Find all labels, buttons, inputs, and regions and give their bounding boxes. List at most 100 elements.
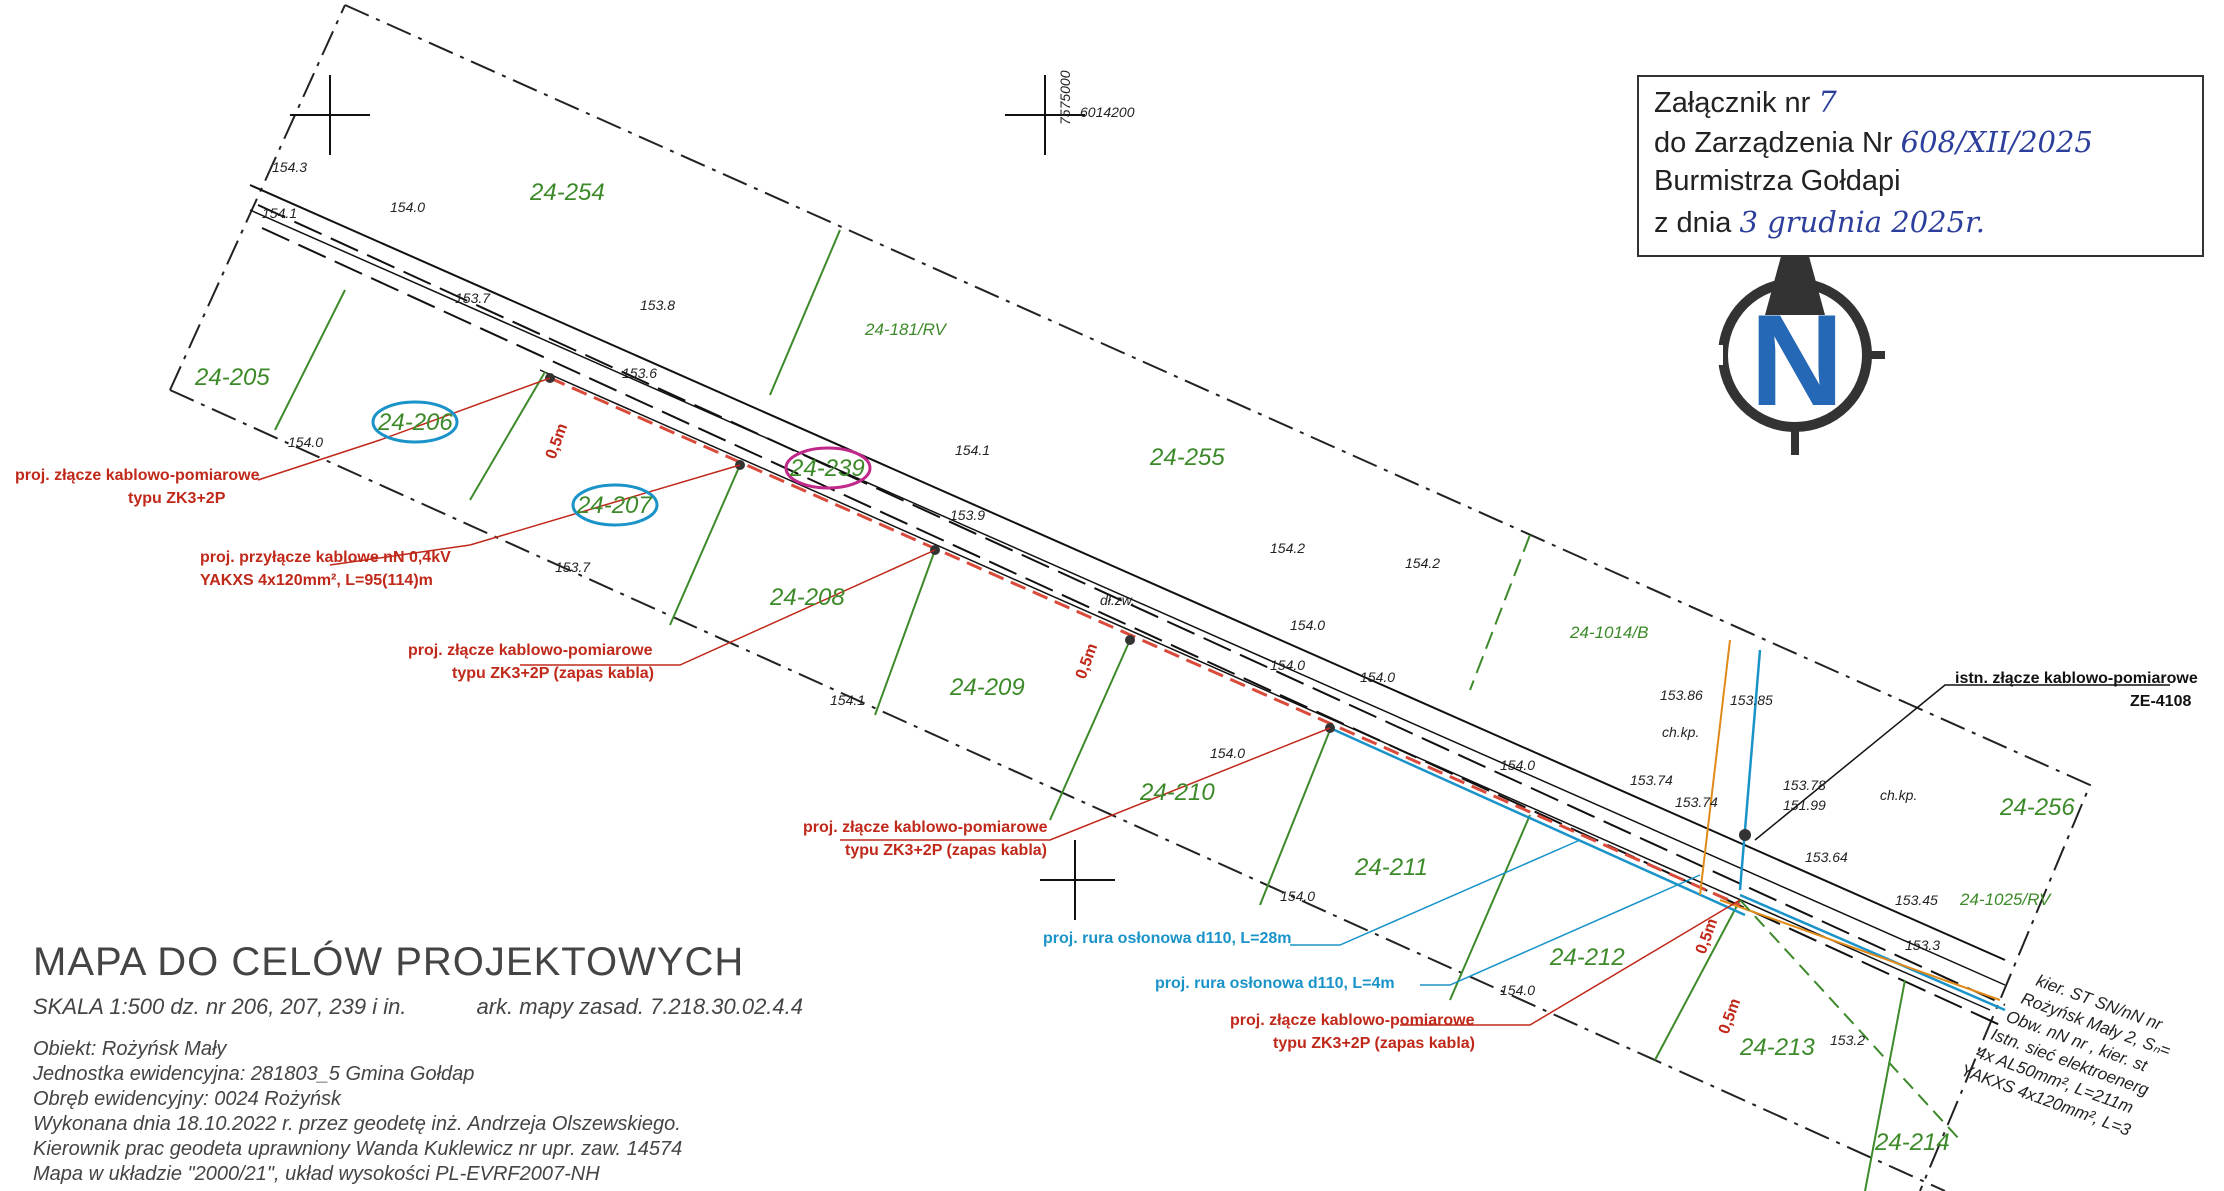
elevation: 154.0 <box>1270 657 1305 673</box>
label-zlacze-2: proj. złącze kablowo-pomiarowe <box>408 642 653 659</box>
meta-line: Kierownik prac geodeta uprawniony Wanda … <box>33 1138 683 1160</box>
elevation: 153.78 <box>1783 777 1826 793</box>
circle-24-206 <box>371 400 459 444</box>
chkp-label: ch.kp. <box>1880 787 1917 803</box>
label-zlacze-4: proj. złącze kablowo-pomiarowe <box>1230 1012 1475 1029</box>
meta-line: Wykonana dnia 18.10.2022 r. przez geodet… <box>33 1113 681 1135</box>
elevation: 153.85 <box>1730 692 1773 708</box>
elevation: 154.0 <box>1210 745 1245 761</box>
parcel-label: 24-214 <box>1874 1129 1950 1156</box>
elevation: 151.99 <box>1783 797 1826 813</box>
circle-24-207 <box>571 483 659 527</box>
circle-24-239 <box>784 446 872 490</box>
elevation: 153.45 <box>1895 892 1938 908</box>
protective-pipes <box>1329 649 2006 1012</box>
parcel-label: 24-1025/RV <box>1959 890 2052 909</box>
annex-line-3: Burmistrza Gołdapi <box>1654 165 1901 197</box>
parcel-label: 24-239 <box>789 455 865 482</box>
elevation: 153.9 <box>950 507 985 523</box>
parcel-label: 24-208 <box>769 584 845 611</box>
elevation: 154.0 <box>390 199 425 215</box>
elevation: 153.86 <box>1660 687 1703 703</box>
label-zlacze-1b: typu ZK3+2P <box>128 490 226 507</box>
parcel-labels: 24-254 24-205 24-206 24-207 24-239 24-25… <box>194 179 2075 1156</box>
meta-line: Mapa w układzie "2000/21", układ wysokoś… <box>33 1163 600 1185</box>
elevation: 153.74 <box>1630 772 1673 788</box>
elevation-labels: 154.3 154.1 154.0 153.7 153.8 153.6 154.… <box>262 159 1940 1048</box>
parcel-label: 24-181/RV <box>864 320 948 339</box>
grid-x-label: 7575000 <box>1057 70 1073 125</box>
dz-label: dł.zw. <box>1100 592 1135 608</box>
road-lines <box>249 184 2006 1026</box>
label-zlacze-4b: typu ZK3+2P (zapas kabla) <box>1273 1035 1475 1052</box>
elevation: 154.0 <box>1360 669 1395 685</box>
annex-line-2: do Zarządzenia Nr 608/XII/2025 <box>1654 125 2093 159</box>
parcel-lines <box>274 229 1906 1191</box>
distance-label: 0,5m <box>1693 916 1721 956</box>
parcel-label: 24-1014/B <box>1569 623 1648 642</box>
leader-lines <box>257 377 1741 1026</box>
parcel-label: 24-212 <box>1549 944 1625 971</box>
label-zlacze-1: proj. złącze kablowo-pomiarowe <box>15 467 260 484</box>
elevation: 153.64 <box>1805 849 1848 865</box>
parcel-label: 24-209 <box>949 674 1025 701</box>
existing-line <box>1699 639 2001 1001</box>
elevation: 154.0 <box>1280 888 1315 904</box>
meta-line: Obręb ewidencyjny: 0024 Rożyńsk <box>33 1088 341 1110</box>
elevation: 153.3 <box>1905 937 1940 953</box>
compass-letter: N <box>1750 287 1844 433</box>
parcel-label: 24-213 <box>1739 1034 1815 1061</box>
elevation: 154.2 <box>1405 555 1440 571</box>
label-istniejace-zlacze: istn. złącze kablowo-pomiarowe <box>1955 670 2198 687</box>
elevation: 154.2 <box>1270 540 1305 556</box>
elevation: 153.6 <box>622 365 657 381</box>
side-notes: kier. ST SN/nN nr Rożyńsk Mały 2, Sₙ= Ob… <box>1958 971 2173 1140</box>
label-zlacze-3b: typu ZK3+2P (zapas kabla) <box>845 842 1047 859</box>
elevation: 154.3 <box>272 159 307 175</box>
map-title: MAPA DO CELÓW PROJEKTOWYCH <box>33 940 745 984</box>
elevation: 154.1 <box>830 692 865 708</box>
elevation: 153.7 <box>555 559 591 575</box>
parcel-label: 24-210 <box>1139 779 1215 806</box>
label-zlacze-3: proj. złącze kablowo-pomiarowe <box>803 819 1048 836</box>
parcel-label: 24-211 <box>1354 854 1428 881</box>
elevation: 154.0 <box>1290 617 1325 633</box>
scale-line: SKALA 1:500 dz. nr 206, 207, 239 i in.ar… <box>33 994 803 1019</box>
elevation: 154.1 <box>262 205 297 221</box>
label-istniejace-zlacze-b: ZE-4108 <box>2130 693 2191 710</box>
elevation: 154.0 <box>288 434 323 450</box>
elevation: 153.2 <box>1830 1032 1865 1048</box>
label-zlacze-2b: typu ZK3+2P (zapas kabla) <box>452 665 654 682</box>
leader-lines-blue <box>1290 839 1701 986</box>
annex-box: Załącznik nr 7 do Zarządzenia Nr 608/XII… <box>1637 75 2204 257</box>
label-rura-1: proj. rura osłonowa d110, L=28m <box>1043 930 1292 947</box>
meta-line: Obiekt: Rożyńsk Mały <box>33 1038 227 1060</box>
proposed-cable <box>549 376 1741 907</box>
elevation: 154.1 <box>955 442 990 458</box>
label-przylacze-b: YAKXS 4x120mm², L=95(114)m <box>200 572 433 589</box>
distance-label: 0,5m <box>543 421 571 461</box>
grid-crosses <box>290 75 1115 920</box>
leader-line-existing <box>1754 684 2170 841</box>
elevation: 153.8 <box>640 297 675 313</box>
annex-line-1: Załącznik nr 7 <box>1654 85 1837 119</box>
parcel-label: 24-205 <box>194 364 270 391</box>
map-boundary <box>169 4 2092 1191</box>
grid-y-label: 6014200 <box>1080 104 1135 120</box>
elevation: 153.74 <box>1675 794 1718 810</box>
parcel-label: 24-254 <box>529 179 605 206</box>
label-rura-2: proj. rura osłonowa d110, L=4m <box>1155 975 1395 992</box>
parcel-label: 24-207 <box>576 492 653 519</box>
parcel-label: 24-255 <box>1149 444 1225 471</box>
green-dashed-line <box>1739 899 1961 1141</box>
label-przylacze: proj. przyłącze kablowe nN 0,4kV <box>200 549 451 566</box>
distance-label: 0,5m <box>1716 996 1744 1036</box>
parcel-label: 24-206 <box>377 409 453 436</box>
elevation: 154.0 <box>1500 982 1535 998</box>
meta-line: Jednostka ewidencyjna: 281803_5 Gmina Go… <box>33 1063 475 1085</box>
north-arrow-icon: N <box>1705 205 1885 455</box>
distance-label: 0,5m <box>1073 641 1101 681</box>
parcel-label: 24-256 <box>1999 794 2075 821</box>
chkp-label: ch.kp. <box>1662 724 1699 740</box>
